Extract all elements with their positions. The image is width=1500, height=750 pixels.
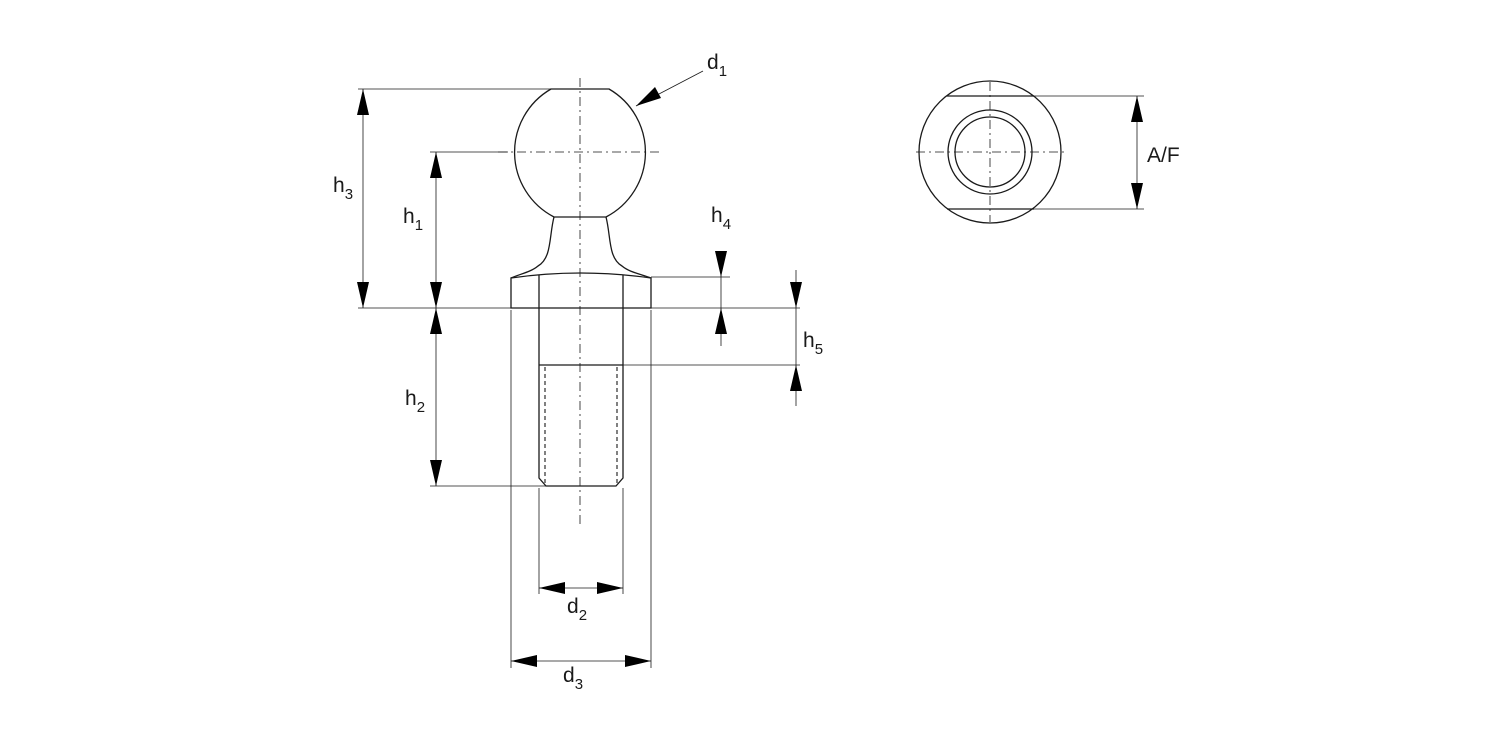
h1-arrow-bottom — [430, 282, 442, 308]
h3-arrow-top — [357, 89, 369, 115]
af-arrow-top — [1131, 96, 1143, 122]
label-d3: d3 — [563, 664, 583, 693]
label-h1: h1 — [403, 205, 423, 234]
label-h5: h5 — [803, 329, 823, 358]
label-d1: d1 — [707, 51, 727, 80]
flange-circle — [918, 80, 1062, 224]
h3-arrow-bottom — [357, 282, 369, 308]
d1-leader-arrow — [636, 87, 661, 106]
label-h2: h2 — [405, 387, 425, 416]
h5-arrow-top — [790, 282, 802, 308]
h2-arrow-bottom — [430, 460, 442, 486]
neck-right — [605, 216, 652, 279]
shank-outline — [538, 308, 624, 487]
hex-flange — [510, 272, 652, 309]
h2-arrow-top — [430, 308, 442, 334]
neck-left — [510, 216, 555, 279]
label-d2: d2 — [567, 595, 587, 624]
dimension-labels: d1 h3 h1 h4 h5 h2 d2 d3 A/F — [333, 51, 1180, 693]
af-arrow-bottom — [1131, 183, 1143, 209]
d3-arrow-right — [625, 655, 651, 667]
d2-arrow-right — [597, 582, 623, 594]
dimensions — [357, 70, 1144, 668]
h4-arrow-top — [715, 251, 727, 277]
d2-arrow-left — [539, 582, 565, 594]
shank-circle-inner — [954, 116, 1026, 188]
end-view — [916, 80, 1064, 224]
label-h3: h3 — [333, 174, 353, 203]
shank-circle-outer — [947, 109, 1033, 195]
side-view — [498, 78, 662, 526]
h5-arrow-bottom — [790, 365, 802, 391]
label-af: A/F — [1147, 144, 1180, 167]
h4-arrow-bottom — [715, 308, 727, 334]
d3-arrow-left — [511, 655, 537, 667]
h1-arrow-top — [430, 152, 442, 178]
label-h4: h4 — [711, 204, 731, 233]
